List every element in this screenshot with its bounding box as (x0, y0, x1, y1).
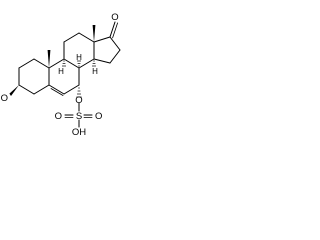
bond-c8-c9 (63, 58, 80, 69)
sulfonic-hydroxyl-label: OH (72, 127, 86, 136)
ring-oxygen-label: O (75, 95, 82, 106)
bond-c6-c7 (63, 84, 80, 95)
bond-c15-c14 (93, 58, 111, 64)
bond-c4-c5 (33, 84, 50, 95)
bond-c9-c10 (48, 58, 65, 69)
hydroxyl-label: HO (0, 93, 8, 104)
c7-o-hash (76, 87, 82, 98)
sulfur-label: S (76, 111, 82, 122)
ketone-oxygen-label: O (111, 12, 118, 23)
methyl-c18-wedge (92, 25, 96, 42)
ring-b (48, 58, 80, 96)
ring-a (18, 58, 50, 95)
bond-c17-o-double (112, 22, 118, 39)
sulfonyl-oxygen-right-label: O (95, 111, 102, 122)
bond-c17-c16 (109, 36, 121, 51)
bond-c16-c15 (109, 49, 121, 64)
bond-c1-c2 (18, 58, 35, 69)
bond-c10-c1 (33, 58, 50, 69)
bond-c5-c6 (48, 84, 65, 95)
bond-c3-c4 (18, 84, 35, 95)
ring-c (63, 32, 95, 69)
bond-c12-c13 (78, 32, 95, 43)
h14-label: H (92, 67, 98, 76)
bond-c11-c12 (63, 32, 80, 43)
sulfonyl-oxygen-left-label: O (55, 111, 62, 122)
h9-label: H (58, 67, 64, 76)
h9-hash (62, 60, 66, 67)
molecule-structure: O HO O S O O OH H H H (0, 12, 121, 136)
ring-d (93, 21, 121, 64)
bond-c17-o (109, 21, 116, 38)
bond-c5-c6-double (50, 88, 64, 96)
methyl-c19-wedge (47, 50, 51, 68)
bond-c14-c8 (78, 58, 95, 69)
h8-hash (77, 60, 81, 67)
bond-c13-c17 (93, 36, 111, 43)
hydroxyl-wedge (9, 85, 19, 96)
h8-label: H (76, 53, 82, 62)
h14-hash (92, 60, 96, 67)
